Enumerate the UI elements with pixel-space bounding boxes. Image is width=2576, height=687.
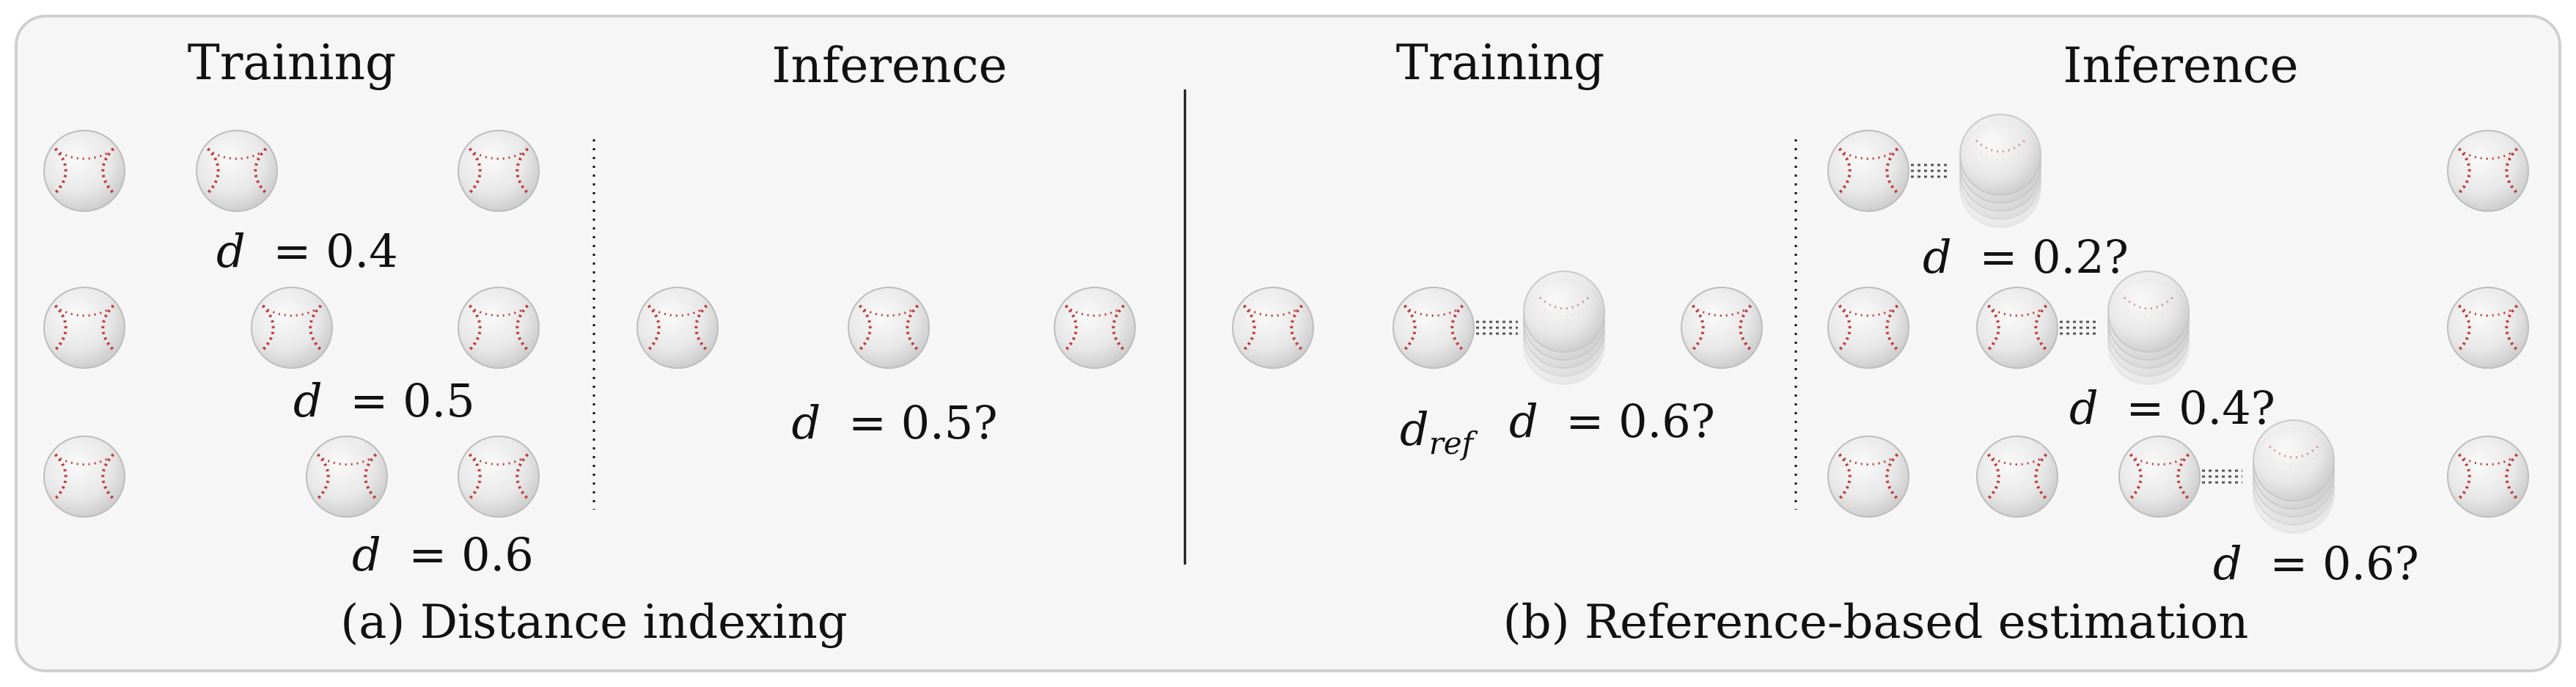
distance-label-a-row1: d = 0.4 [216, 224, 398, 278]
baseball-icon [1976, 436, 2058, 518]
baseball-icon [1392, 287, 1475, 369]
stacked-baseball-icon [2253, 419, 2335, 534]
comparison-link [1911, 164, 1951, 178]
stacked-baseball-icon [1523, 271, 1605, 385]
distance-label-a-row2: d = 0.5 [293, 374, 475, 427]
baseball-icon [2447, 287, 2529, 369]
baseball-icon [306, 436, 388, 518]
panel-a-training-heading: Training [188, 34, 396, 91]
stacked-baseball-icon [1959, 114, 2041, 228]
panel-a-inference-heading: Inference [771, 37, 1007, 94]
baseball-icon [251, 287, 333, 369]
caption-a: (a) Distance indexing [340, 595, 848, 650]
baseball-icon [1054, 287, 1136, 369]
distance-label-a-inference: d = 0.5? [792, 396, 998, 449]
baseball-icon [1827, 287, 1909, 369]
panel-b-inference-heading: Inference [2063, 37, 2298, 94]
baseball-icon [1681, 287, 1763, 369]
reference-distance-label: dref [1400, 403, 1478, 461]
baseball-icon [196, 130, 278, 212]
baseball-icon [43, 436, 125, 518]
comparison-link [2202, 469, 2242, 484]
baseball-icon [2118, 436, 2201, 518]
baseball-icon [636, 287, 719, 369]
distance-label-b-row1: d = 0.2? [1923, 230, 2129, 284]
panel-b-training-heading: Training [1396, 34, 1604, 91]
baseball-icon [2447, 436, 2529, 518]
baseball-icon [1827, 436, 1909, 518]
distance-label-b-row2: d = 0.4? [2069, 381, 2275, 435]
baseball-icon [1827, 130, 1909, 212]
baseball-icon [1976, 287, 2058, 369]
distance-label-b-training: d = 0.6? [1509, 394, 1715, 448]
distance-label-b-row3: d = 0.6? [2213, 537, 2419, 590]
stacked-baseball-icon [2107, 271, 2190, 385]
comparison-link [1476, 320, 1518, 335]
baseball-layer [43, 114, 2529, 534]
baseball-icon [458, 287, 540, 369]
baseball-icon [458, 436, 540, 518]
baseball-icon [848, 287, 930, 369]
baseball-icon [458, 130, 540, 212]
caption-b: (b) Reference-based estimation [1503, 595, 2249, 650]
baseball-icon [2447, 130, 2529, 212]
baseball-icon [1232, 287, 1314, 369]
baseball-icon [43, 130, 125, 212]
distance-label-a-row3: d = 0.6 [352, 528, 534, 581]
baseball-icon [43, 287, 125, 369]
